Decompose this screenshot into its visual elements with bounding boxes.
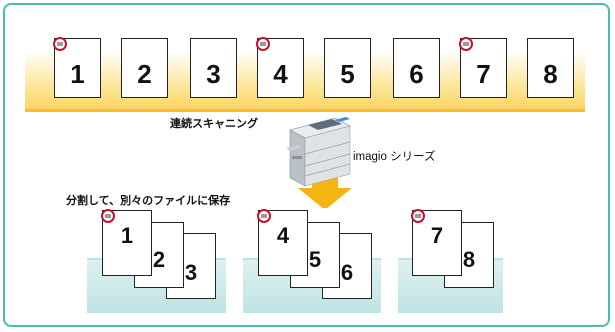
page-2: 2	[121, 38, 168, 98]
page-number: 3	[206, 59, 221, 89]
output-page-1: 1	[101, 209, 152, 276]
scan-label: 連続スキャニング	[170, 118, 258, 130]
copier-illustration	[286, 117, 352, 208]
page-7: 7	[459, 37, 507, 98]
page-8: 8	[527, 38, 574, 98]
stamp-icon	[257, 209, 271, 223]
page-number: 3	[184, 260, 198, 285]
page-number: 1	[70, 59, 85, 89]
page-5: 5	[324, 38, 371, 98]
page-number: 4	[273, 59, 288, 89]
stamp-icon	[53, 37, 67, 51]
output-page-4: 4	[257, 209, 308, 276]
page-number: 2	[152, 247, 166, 272]
machine-label: imagio シリーズ	[353, 151, 436, 163]
page-3: 3	[190, 38, 237, 98]
stamp-icon	[459, 37, 473, 51]
stamp-icon	[256, 37, 270, 51]
page-4: 4	[256, 37, 304, 98]
page-number: 8	[543, 59, 558, 89]
page-number: 7	[476, 59, 491, 89]
page-number: 6	[409, 59, 424, 89]
page-number: 8	[462, 247, 476, 272]
down-arrow-icon	[298, 170, 352, 208]
split-label: 分割して、別々のファイルに保存	[66, 195, 231, 207]
stamp-icon	[101, 209, 115, 223]
output-page-7: 7	[411, 209, 462, 276]
page-number: 1	[120, 223, 134, 248]
page-number: 5	[340, 59, 355, 89]
stamp-icon	[411, 209, 425, 223]
page-number: 4	[276, 223, 290, 248]
page-6: 6	[393, 38, 440, 98]
page-1: 1	[53, 37, 101, 98]
page-number: 5	[308, 247, 322, 272]
page-number: 6	[340, 260, 354, 285]
page-number: 2	[137, 59, 152, 89]
page-number: 7	[430, 223, 444, 248]
